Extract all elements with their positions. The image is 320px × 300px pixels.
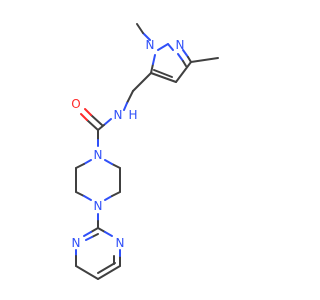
bond-c2-nl-double [91,233,99,238]
bond-n1-n2 [157,43,169,51]
bond-c5-n1 [150,63,154,74]
bond-ntop-cl1 [83,159,92,165]
bond-nbot-cr2 [104,195,113,201]
bond-cb-cr-double [97,262,116,274]
bond-c-o-double [90,114,103,126]
bond-cb-cr [97,265,121,280]
bond-c5-n1b [152,54,156,65]
bond-nbot-cr2-b [111,191,121,197]
atom-n-amide: N [114,108,123,122]
bond-c-o [86,119,99,131]
bond-nh-c [103,118,112,126]
bond-nh-cb [97,124,105,131]
pyrimidine-ring [75,227,121,280]
bond-ntop-cl1-b [75,163,85,169]
molecule-structure: N N N H O N N N N [71,23,219,280]
atom-n-piperazine-top: N [94,148,103,162]
bond-c-o-b [80,113,88,121]
bond-c5-ch2 [132,72,152,92]
bond-ch2-nh-b [123,102,128,111]
bond-cl2-nbot-b [83,195,92,201]
bond-ch2-nh [126,90,134,104]
bond-c2-nl-b [83,231,92,237]
bond-c3-methyl [190,57,219,63]
bond-cl2-nbot [75,191,85,197]
bond-c-o-double-b [84,108,92,116]
atom-n-pyrimidine-left: N [72,236,81,250]
bond-c2-nr-b [104,231,113,237]
atom-n-pyrazole-1: N [146,38,155,52]
piperazine-ring [75,159,121,229]
bond-n1-n2b [167,43,174,51]
atom-n-pyrimidine-right: N [116,236,125,250]
bond-cl-cb [75,265,99,280]
pyrazole-ring [123,23,219,111]
bond-n2-c3-double-b [182,60,187,67]
bond-cr1-ntop-b [104,159,113,165]
atom-n-pyrazole-2: N [176,38,185,52]
bond-c4-c5 [150,72,177,83]
bond-n2-c3 [182,49,189,58]
bond-n1-methyl [142,32,151,41]
bond-c2-nl [90,227,99,233]
atom-o-carbonyl: O [71,97,80,111]
atom-h-amide: H [128,108,137,122]
bond-n1-methyl-b [136,23,144,34]
atom-n-piperazine-bottom: N [94,199,103,213]
bond-cr1-ntop [111,163,121,169]
bond-n2-c3-double [177,53,184,62]
bond-c2-nr [97,227,106,233]
bond-c4-c5-double [153,69,173,78]
bond-c2-nl-double-b [85,236,93,241]
amide-group [80,108,112,147]
molecule-canvas: N N N H O N N N N [71,23,219,280]
bond-c3-c4 [175,61,192,83]
